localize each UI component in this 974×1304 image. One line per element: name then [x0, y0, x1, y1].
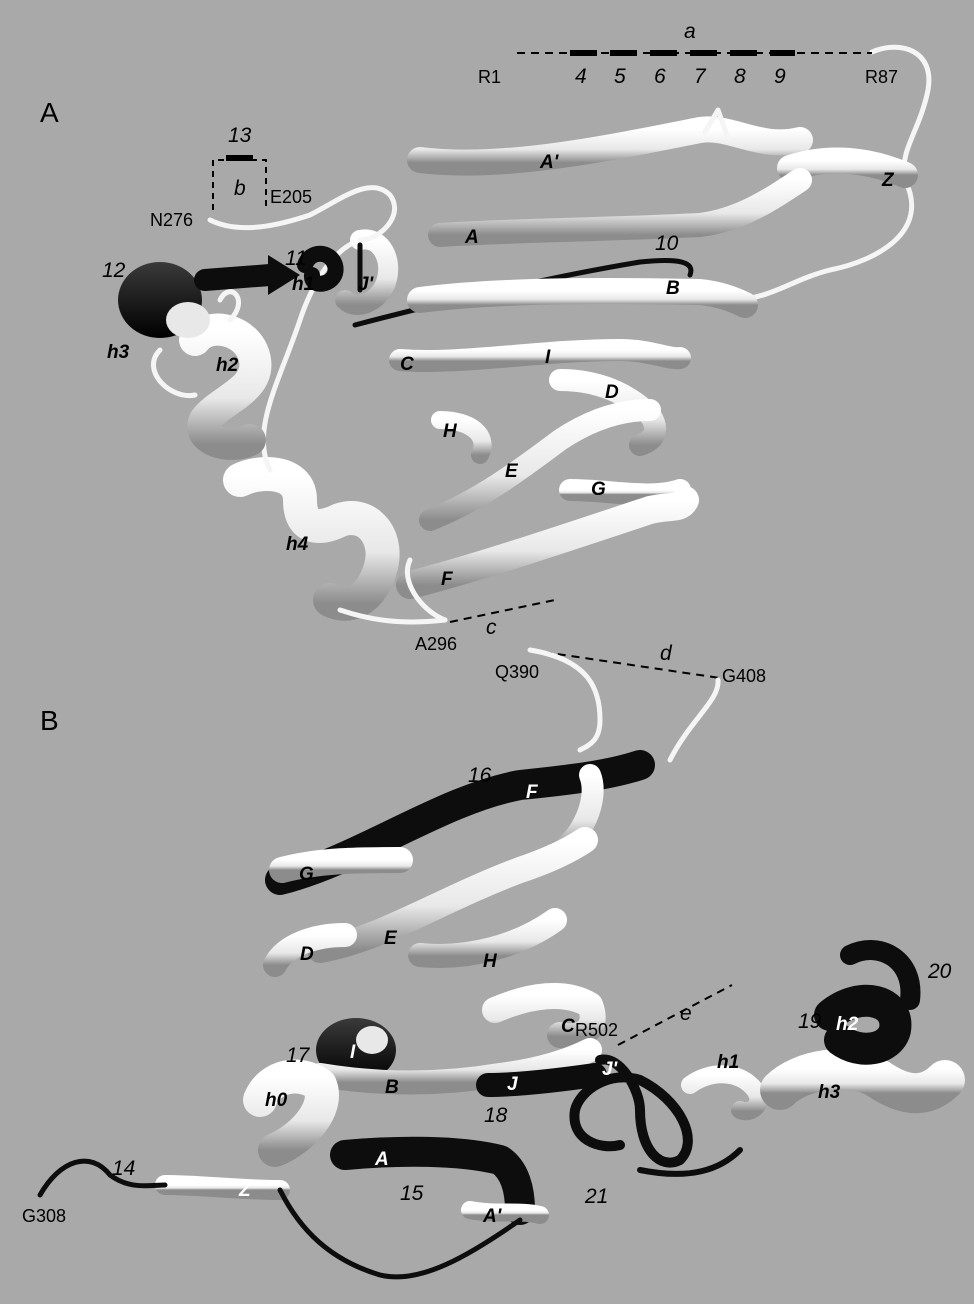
a-strand-d: D: [605, 382, 619, 403]
helix-h4: [240, 474, 383, 604]
helix-h0-b: [260, 1077, 322, 1150]
segment-number-7: 7: [694, 65, 707, 88]
gap-d-line: [530, 650, 720, 678]
segment-12-arrow: [205, 275, 270, 280]
residue-r87: R87: [865, 67, 898, 87]
loop-q390: [530, 650, 600, 750]
strand-a-prime-b: [470, 1210, 540, 1215]
strand-j-prime: [345, 239, 388, 305]
gap-a-letter: a: [684, 20, 696, 43]
helix-h2: [195, 330, 255, 444]
segment-number-18: 18: [484, 1104, 508, 1127]
a-helix-h2: h2: [216, 355, 239, 376]
segment-number-6: 6: [654, 65, 666, 88]
b-strand-z: Z: [238, 1180, 252, 1201]
a-strand-f: F: [441, 569, 454, 590]
helix-h3-core: [166, 302, 210, 338]
segment-number-8: 8: [734, 65, 746, 88]
segment-number-9: 9: [774, 65, 786, 88]
strand-j-b: [488, 1075, 595, 1085]
b-strand-b: B: [385, 1077, 399, 1098]
a-helix-h3: h3: [107, 342, 130, 363]
segment-number-16: 16: [468, 764, 492, 787]
a-strand-c: C: [400, 354, 414, 375]
a-strand-a-prime: A': [539, 152, 560, 173]
strand-c-i: [400, 350, 680, 361]
loop-h2-h3: [153, 350, 195, 396]
b-strand-j-prime: J': [602, 1059, 619, 1080]
b-strand-g: G: [299, 864, 314, 885]
panel-a-label: A: [40, 97, 59, 128]
segment-number-10: 10: [655, 232, 679, 255]
b-helix-h0: h0: [265, 1090, 288, 1111]
gap-e-letter: e: [680, 1002, 692, 1025]
a-strand-a: A: [464, 227, 479, 248]
b-strand-c: C: [561, 1016, 575, 1037]
b-strand-d: D: [300, 944, 314, 965]
strand-z-b: [165, 1185, 280, 1190]
segment-number-20: 20: [927, 960, 952, 983]
gap-e-line: [618, 985, 732, 1045]
segment-number-13: 13: [228, 124, 252, 147]
panel-b-label: B: [40, 705, 59, 736]
segment-number-14: 14: [112, 1157, 135, 1180]
helix-h3-b: [780, 1069, 945, 1093]
b-strand-a: A: [374, 1149, 389, 1170]
segment-number-11: 11: [285, 247, 307, 270]
a-strand-z: Z: [881, 170, 895, 191]
residue-a296: A296: [415, 634, 457, 654]
b-strand-h: H: [483, 951, 498, 972]
a-strand-b: B: [666, 278, 680, 299]
gap-d-letter: d: [660, 642, 673, 665]
gap-b-letter: b: [234, 177, 246, 200]
helix-i-b-core: [356, 1026, 388, 1054]
residue-g408: G408: [722, 666, 766, 686]
residue-e205: E205: [270, 187, 312, 207]
helix-h1-b: [690, 1074, 758, 1111]
residue-q390: Q390: [495, 662, 539, 682]
strand-b: [420, 291, 745, 305]
a-helix-h1: h1: [292, 274, 314, 295]
b-strand-a-prime: A': [482, 1206, 503, 1227]
labels: A B R1 R87 N276 E205 A296 Q390 G408 R502…: [22, 20, 952, 1227]
gap-c-line: [450, 600, 555, 622]
residue-r1: R1: [478, 67, 501, 87]
segment-number-17: 17: [286, 1044, 311, 1067]
residue-g308: G308: [22, 1206, 66, 1226]
loop-g408: [670, 680, 718, 760]
b-strand-e: E: [384, 928, 398, 949]
segment-number-15: 15: [400, 1182, 424, 1205]
loop-g308: [40, 1161, 165, 1195]
b-helix-h3: h3: [818, 1082, 841, 1103]
residue-r502: R502: [575, 1020, 618, 1040]
strand-a-b: [345, 1152, 520, 1210]
segment-number-21: 21: [584, 1185, 608, 1208]
b-helix-h1: h1: [717, 1052, 739, 1073]
strand-a: [440, 180, 800, 235]
b-strand-f: F: [526, 782, 539, 803]
segment-number-5: 5: [614, 65, 626, 88]
a-strand-g: G: [591, 479, 606, 500]
residue-n276: N276: [150, 210, 193, 230]
b-helix-i: I: [350, 1042, 356, 1063]
b-helix-h2: h2: [836, 1014, 859, 1035]
a-helix-h4: h4: [286, 534, 309, 555]
a-strand-j-prime: J': [358, 274, 375, 295]
strand-a-prime: [420, 129, 800, 162]
segment-number-12: 12: [102, 259, 126, 282]
a-strand-e: E: [505, 461, 519, 482]
a-strand-h: H: [443, 421, 458, 442]
gap-c-letter: c: [486, 616, 497, 639]
a-strand-i: I: [545, 347, 551, 368]
b-strand-j: J: [507, 1074, 518, 1095]
segment-number-19: 19: [798, 1010, 822, 1033]
segment-number-4: 4: [575, 65, 587, 88]
